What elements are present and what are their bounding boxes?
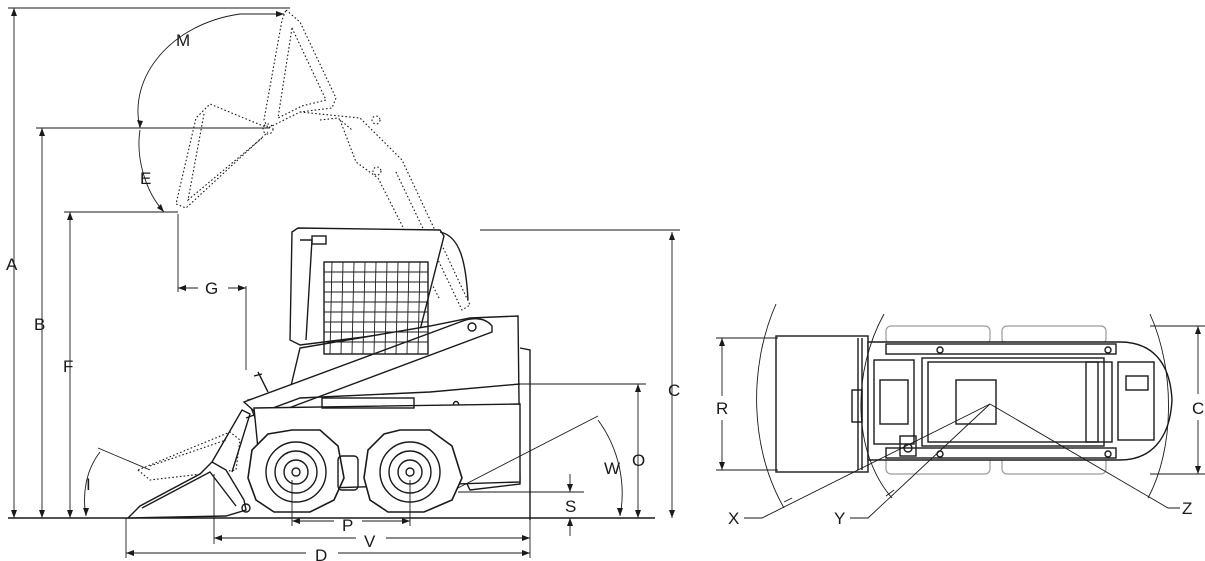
side-view-labels: A B F G M E I C O W S P V D — [6, 31, 680, 561]
raised-bucket — [175, 9, 471, 311]
label-O: O — [632, 451, 645, 470]
front-tire — [247, 429, 345, 513]
label-S: S — [565, 497, 576, 516]
label-V: V — [364, 532, 376, 551]
label-P: P — [342, 516, 353, 535]
label-X: X — [728, 509, 739, 528]
label-B: B — [34, 315, 45, 334]
rear-tire — [363, 429, 463, 513]
lowered-bucket — [126, 409, 251, 519]
label-W: W — [604, 459, 620, 478]
label-C-side: C — [668, 381, 680, 400]
label-A: A — [6, 255, 18, 274]
dimension-lines — [8, 7, 680, 558]
side-view: A B F G M E I C O W S P V D — [6, 7, 680, 561]
label-M: M — [176, 31, 190, 50]
label-F: F — [63, 357, 73, 376]
label-Z: Z — [1182, 499, 1192, 518]
cab-grille — [323, 261, 429, 355]
top-view: R C X Y Z — [716, 303, 1205, 528]
label-I: I — [86, 475, 91, 494]
top-frame — [867, 341, 1173, 461]
label-R: R — [716, 399, 728, 418]
label-G: G — [205, 279, 218, 298]
label-E: E — [140, 169, 151, 188]
label-D: D — [315, 546, 327, 561]
label-C-top: C — [1192, 399, 1204, 418]
label-Y: Y — [834, 509, 845, 528]
top-bucket — [775, 335, 869, 473]
